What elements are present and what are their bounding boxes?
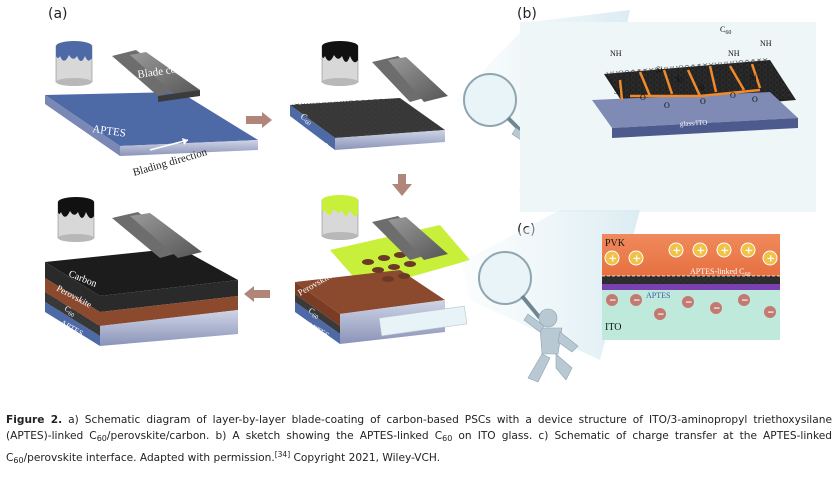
blade-coater (112, 50, 200, 102)
svg-text:+: + (609, 254, 617, 265)
glass-ito-substrate-top (592, 92, 798, 128)
caption-text-1: a) Schematic diagram of layer-by-layer b… (6, 414, 832, 442)
panel-b-c60-label: C60 (720, 25, 731, 36)
panel-b-si-label-5: Si (750, 73, 757, 82)
figure-caption: Figure 2. a) Schematic diagram of layer-… (6, 412, 832, 469)
panel-label-b: (b) (517, 6, 537, 22)
magnifier-figure-bottom (378, 210, 640, 383)
step4-carbon-layer: Carbon Perovskite C60 APTES (45, 197, 238, 346)
aptes-band (602, 284, 780, 290)
svg-text:+: + (673, 246, 681, 257)
step2-c60-label: C60 (298, 111, 314, 127)
panel-b-o-label-5: O (752, 95, 758, 104)
svg-text:−: − (609, 296, 617, 306)
panel-b-o-label-2: O (664, 101, 670, 110)
step3-perovskite-layer: Perovskite C60 APTES (295, 195, 470, 344)
step4-c60-label: C60 (62, 304, 77, 319)
panel-b-si-label-1: Si (656, 65, 663, 74)
aptes-linked-c60-label: APTES-linked C60 (690, 267, 750, 278)
figure-label: Figure 2. (6, 414, 63, 426)
svg-text:−: − (713, 304, 721, 314)
svg-text:−: − (633, 296, 641, 306)
panel-b-molecular-sketch: C60 NH NH NH Si Si Si Si Si O O O O O gl… (520, 22, 816, 212)
panel-b-substrate-label: glass/ITO (680, 119, 708, 128)
caption-text-3: on ITO glass. c) Schematic of charge tra… (6, 430, 833, 464)
svg-text:−: − (767, 308, 775, 318)
svg-text:−: − (657, 310, 665, 320)
panel-c-aptes-label: APTES (646, 291, 670, 300)
flow-arrow-right (246, 112, 272, 128)
svg-text:+: + (633, 254, 641, 265)
magnified-slab-tube (378, 305, 468, 337)
caption-text-5: Copyright 2021, Wiley-VCH. (290, 452, 441, 464)
panel-b-si-label-4: Si (698, 83, 705, 92)
paint-can-lime (321, 195, 359, 240)
svg-text:+: + (745, 246, 753, 257)
panel-b-o-label-1: O (640, 93, 646, 102)
negative-charges: − − − − − − − (606, 294, 776, 320)
magnifying-glass-top (463, 73, 517, 127)
panel-b-o-label-3: O (700, 97, 706, 106)
blade-coater-3 (372, 216, 448, 260)
panel-label-a: (a) (48, 6, 68, 22)
svg-text:−: − (685, 298, 693, 308)
panel-b-nh-label-2: NH (728, 49, 740, 58)
carbon-slab-top (45, 248, 238, 296)
blading-arrow (149, 139, 189, 151)
panel-c-charge-transfer: + + + + + + + − − − − − − − PVK APTES-li… (602, 234, 780, 340)
perovskite-slab-top (295, 270, 445, 314)
running-figure-bottom (523, 308, 579, 383)
paint-can-black-2 (57, 197, 95, 242)
step3-c60-label: C60 (306, 306, 321, 321)
caption-sub-1: 60 (96, 434, 107, 443)
caption-sub-3: 60 (13, 456, 24, 465)
panel-b-si-label-2: Si (676, 75, 683, 84)
magnifying-glass-bottom (478, 251, 532, 305)
panel-b-nh-label-1: NH (610, 49, 622, 58)
panel-b-nh-label-3: NH (760, 39, 772, 48)
svg-text:+: + (721, 246, 729, 257)
aptes-slab-front (120, 140, 258, 156)
paint-can-blue (55, 41, 93, 86)
step1-aptes-label: APTES (92, 123, 127, 140)
panel-b-o-label-4: O (730, 91, 736, 100)
ito-label: ITO (605, 322, 621, 333)
blade-coater-2 (372, 56, 448, 102)
perovskite-droplets (362, 252, 416, 282)
figure-2-illustration: (a) (b) (c) Blade coater APTES Blading d… (45, 6, 816, 383)
caption-sub-2: 60 (442, 434, 453, 443)
svg-text:−: − (741, 296, 749, 306)
step2-c60-layer: C60 APTES (290, 41, 448, 151)
caption-reference: [34] (274, 450, 291, 459)
blade-coater-4 (112, 212, 202, 258)
flow-arrow-left (244, 286, 270, 302)
flow-arrow-down (392, 174, 412, 196)
aptes-slab-side (45, 95, 120, 156)
caption-text-4: /perovskite interface. Adapted with perm… (23, 452, 275, 464)
svg-text:+: + (697, 246, 705, 257)
aptes-slab-top (45, 92, 258, 146)
panel-b-si-label-3: Si (614, 87, 621, 96)
aptes-linkers (618, 63, 762, 101)
pvk-label: PVK (605, 238, 626, 249)
glass-ito-substrate-front (612, 118, 798, 138)
step1-blade-coating-aptes: Blade coater APTES Blading direction (45, 41, 258, 179)
paint-can-black (321, 41, 359, 86)
svg-text:+: + (767, 254, 775, 265)
magnifier-beam-bottom (462, 210, 640, 360)
positive-charges: + + + + + + + (604, 242, 778, 266)
caption-text-2: /perovskite/carbon. b) A sketch showing … (106, 430, 443, 442)
